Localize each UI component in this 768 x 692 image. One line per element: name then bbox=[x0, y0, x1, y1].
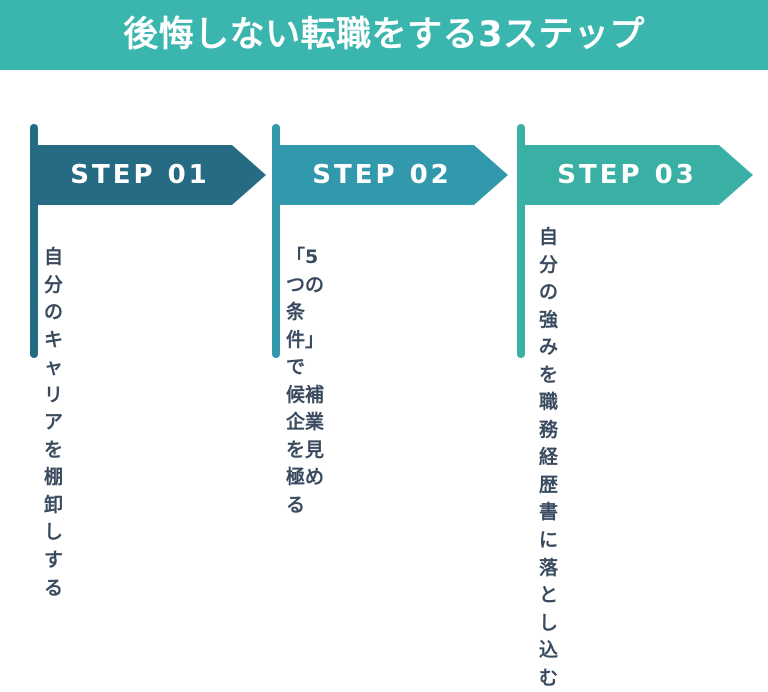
step-3-vertical-bar bbox=[517, 124, 525, 358]
page-title: 後悔しない転職をする3ステップ bbox=[123, 14, 645, 55]
arrow-right-icon bbox=[38, 145, 266, 205]
arrow-right-icon bbox=[525, 145, 753, 205]
step-1-vertical-bar bbox=[30, 124, 38, 358]
step-1-arrow-banner: STEP 01 bbox=[38, 145, 266, 205]
step-3-arrow-banner: STEP 03 bbox=[525, 145, 753, 205]
arrow-right-icon bbox=[280, 145, 508, 205]
step-2-label: STEP 02 bbox=[312, 160, 452, 190]
step-3-label: STEP 03 bbox=[557, 160, 697, 190]
step-2-arrow-banner: STEP 02 bbox=[280, 145, 508, 205]
step-3-description: 自分の強みを 職務経歴書に 落とし込む bbox=[539, 226, 559, 689]
step-2-description: 「5つの条件」で 候補企業を見極める bbox=[286, 246, 325, 516]
step-2-vertical-bar bbox=[272, 124, 280, 358]
header-band: 後悔しない転職をする3ステップ bbox=[0, 0, 768, 70]
step-1-description: 自分のキャリアを 棚卸しする bbox=[44, 246, 64, 599]
step-1-label: STEP 01 bbox=[70, 160, 210, 190]
